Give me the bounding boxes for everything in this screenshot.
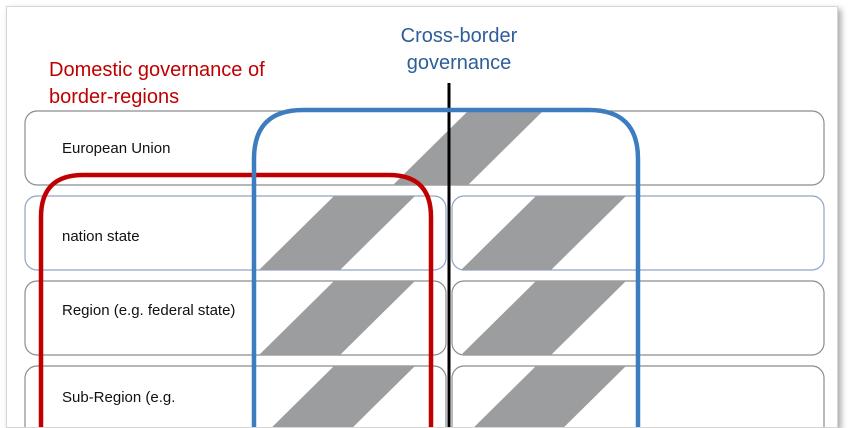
overlap-band-nation-left	[259, 196, 415, 270]
level-label-subregion: Sub-Region (e.g.	[62, 389, 176, 406]
level-label-region: Region (e.g. federal state)	[62, 302, 236, 319]
level-label-european-union: European Union	[62, 140, 171, 157]
overlap-band-eu	[393, 111, 543, 185]
overlap-band-region-left	[259, 281, 415, 355]
domestic-governance-label: Domestic governance of border-regions	[49, 59, 265, 108]
cross-border-governance-label: Cross-border governance	[400, 25, 518, 74]
level-label-nation-state: nation state	[62, 228, 140, 245]
diagram-frame: Domestic governance of border-regions Cr…	[6, 6, 838, 428]
cross-border-governance-outline	[251, 107, 641, 427]
overlap-band-nation-right	[461, 196, 626, 270]
domestic-governance-outline	[38, 172, 434, 427]
overlap-band-region-right	[461, 281, 626, 355]
